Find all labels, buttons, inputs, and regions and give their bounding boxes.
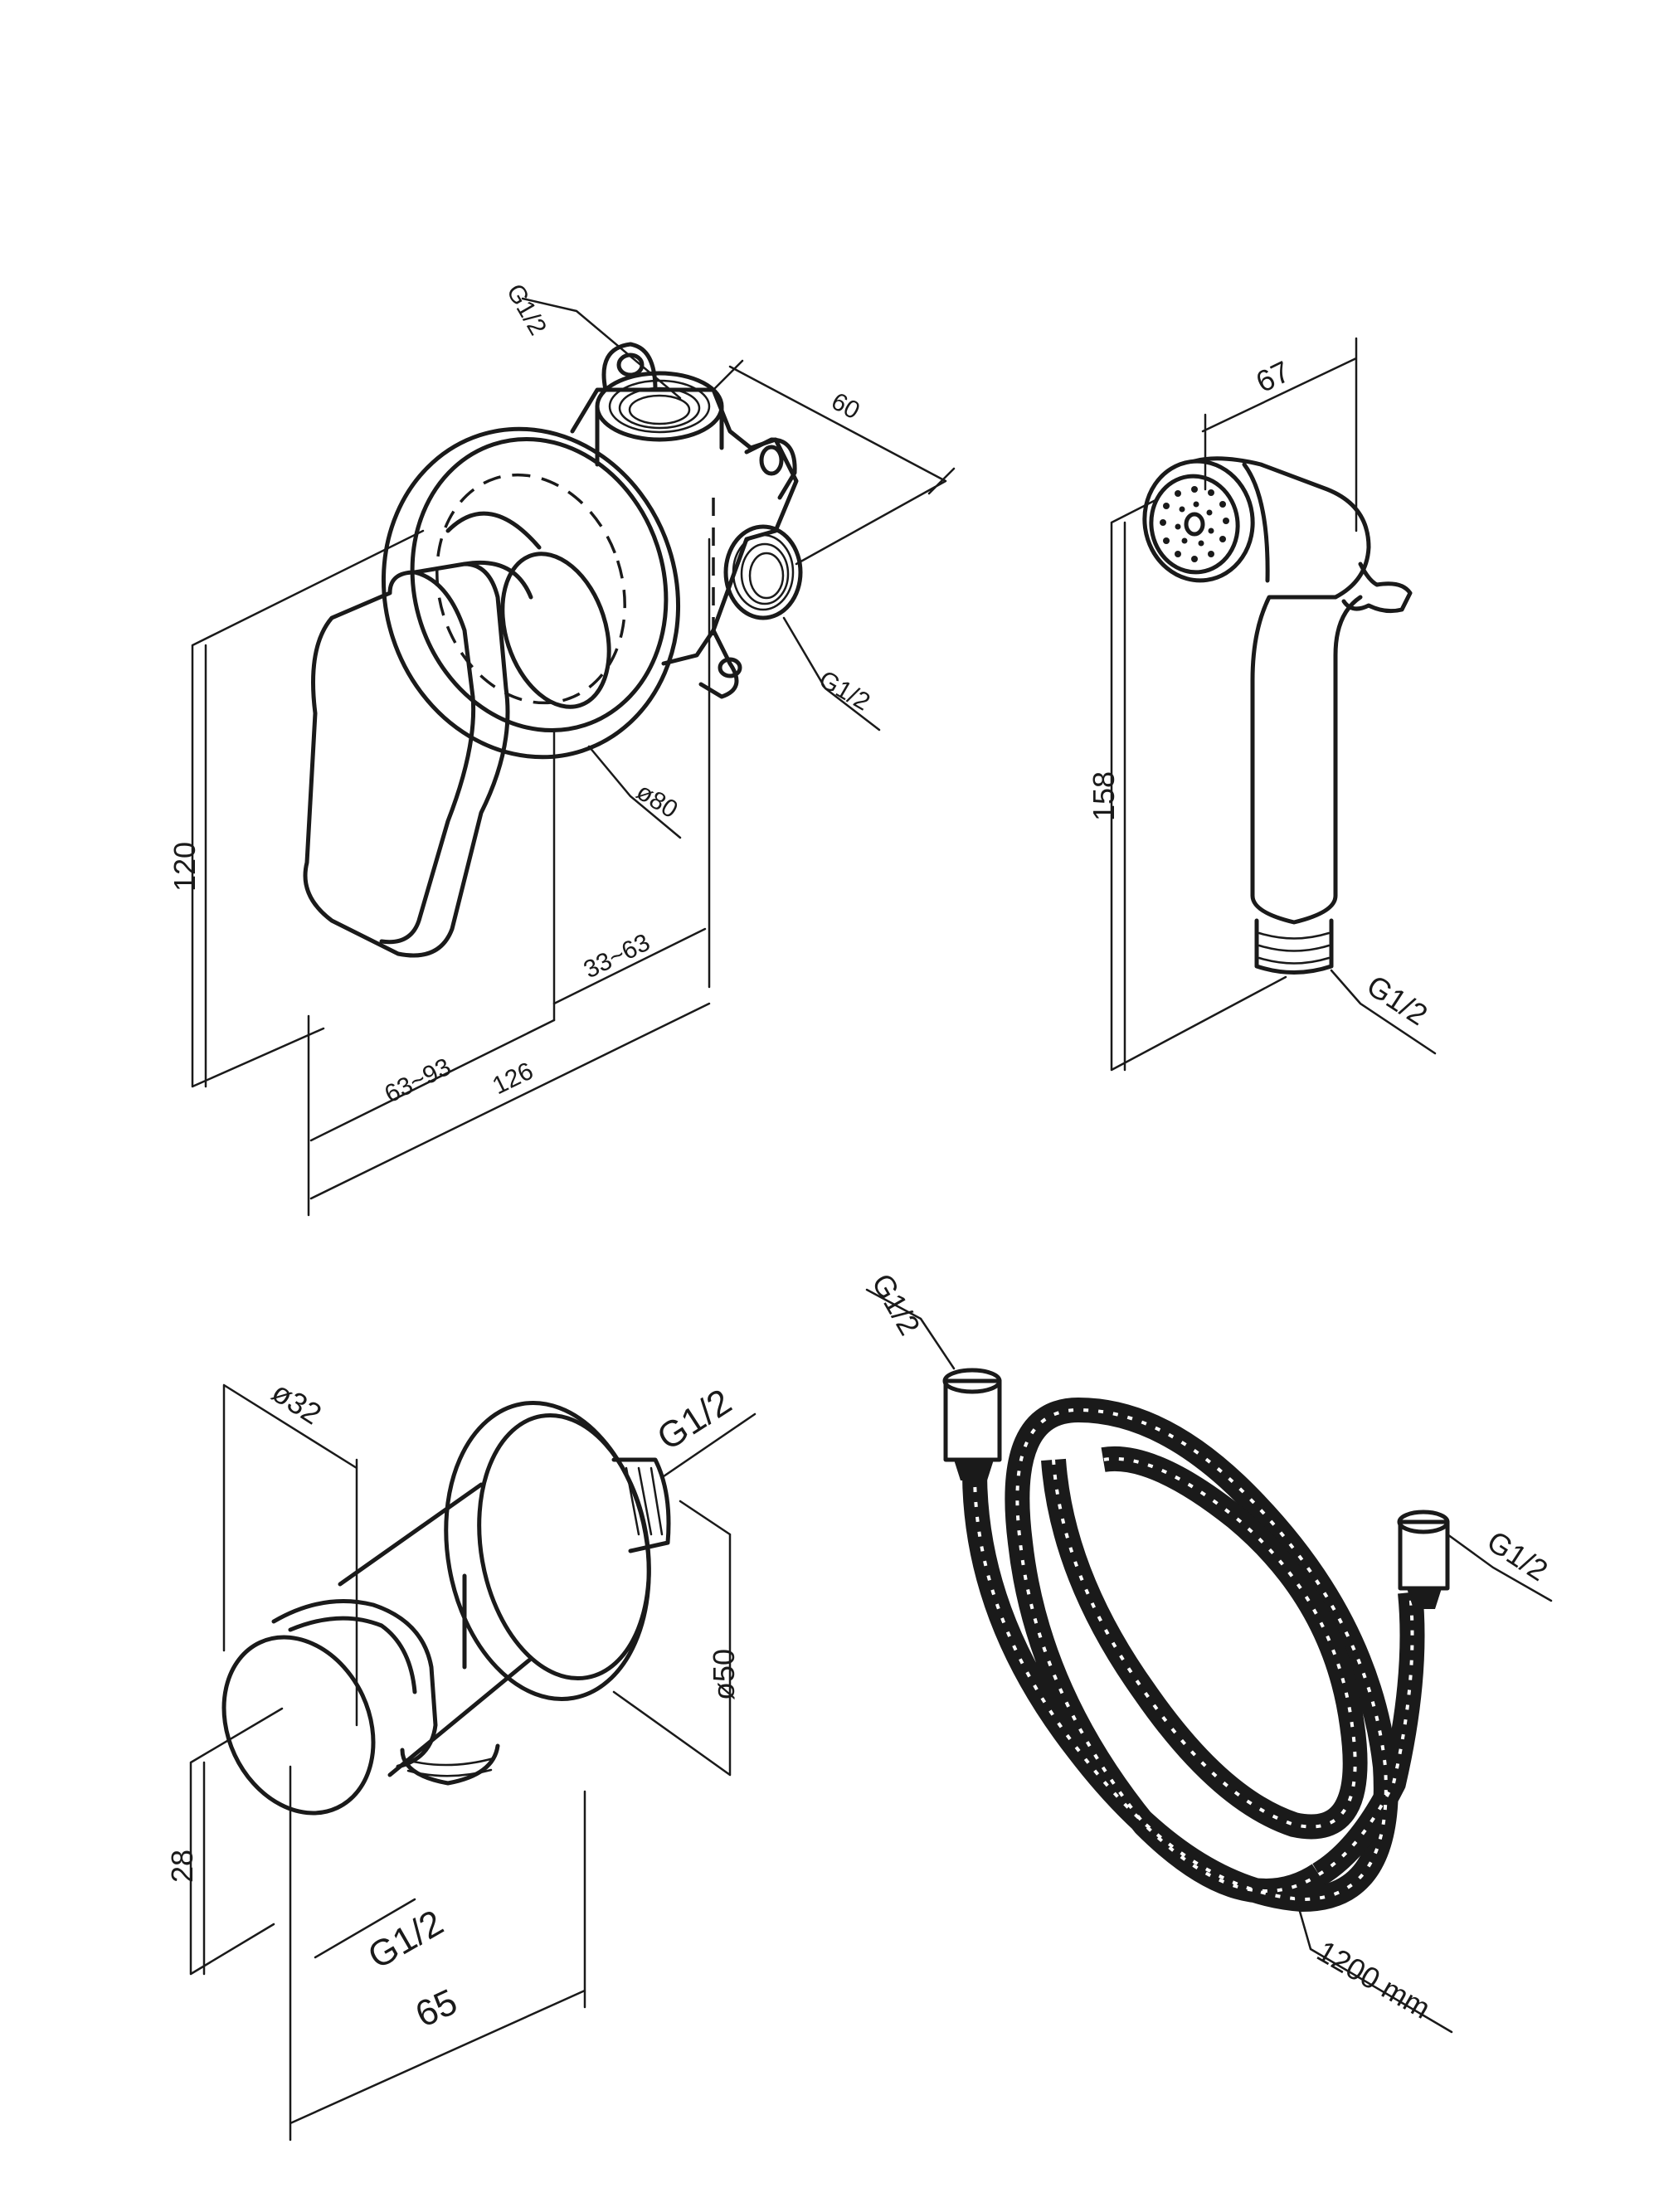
spray-width-label: 67	[1251, 354, 1296, 399]
cartridge-hidden	[435, 473, 626, 705]
spray-thread-label: G1/2	[1361, 968, 1434, 1032]
rosette-inner	[410, 436, 669, 733]
mixer-rosette-diameter-label: ø80	[631, 778, 682, 824]
mounting-ear-top	[601, 342, 658, 392]
side-inlet	[723, 524, 803, 620]
hose-tail	[1311, 1591, 1425, 1885]
outlet-drawing: ø32 G1/2 ø50 28 G1/2 65	[165, 1374, 757, 2142]
spray-face	[1142, 459, 1255, 583]
outlet-rosette-diameter-label: ø50	[707, 1649, 741, 1700]
top-inlet	[595, 371, 724, 442]
spray-body	[1192, 456, 1371, 925]
rosette	[381, 426, 681, 760]
hose-end1-label: G1/2	[865, 1268, 927, 1341]
mixer-inlet-top-label: G1/2	[501, 280, 552, 340]
outlet-thread-bottom-label: G1/2	[362, 1903, 450, 1977]
outlet-length-label: 65	[410, 1981, 464, 2035]
mixer-depth-label: 60	[827, 387, 864, 425]
mixer-projection-label: 63~93	[381, 1053, 455, 1109]
outlet-thread-top	[611, 1457, 671, 1553]
hose-end2-label: G1/2	[1481, 1524, 1554, 1587]
mixer-drawing: G1/2 60 G1/2 120 ø80 33~63 63~93 126	[168, 280, 956, 1217]
spray-nozzle-holes	[1160, 486, 1229, 562]
spindle-cylinder	[500, 552, 611, 709]
mixer-overall-label: 126	[489, 1057, 538, 1101]
outlet-body	[338, 1482, 533, 1777]
hose-end-fitting-1	[942, 1368, 1002, 1480]
spray-drawing: 67 158 G1/2	[1087, 337, 1437, 1072]
outlet-thread-bottom	[400, 1743, 500, 1786]
spray-thread	[1254, 918, 1334, 975]
mounting-ear-bottom	[698, 628, 739, 699]
mixer-height-label: 120	[168, 842, 202, 892]
handle-lever	[303, 562, 510, 958]
valve-body	[570, 387, 799, 666]
mounting-hole-top	[616, 352, 645, 377]
hose-length-label: 1200 mm	[1311, 1933, 1436, 2025]
hose-coil-outer	[962, 1397, 1399, 1913]
mixer-inlet-side-label: G1/2	[815, 665, 875, 716]
hose-drawing: G1/2 G1/2 1200 mm	[865, 1268, 1554, 2034]
hose-coil-inner	[1041, 1446, 1368, 1840]
outlet-holder-diameter-label: ø32	[266, 1374, 328, 1431]
mounting-ear-right	[744, 437, 797, 500]
mixer-wall-adjust-label: 33~63	[580, 929, 654, 984]
holder-clip	[271, 1599, 438, 1769]
outlet-height-label: 28	[165, 1850, 199, 1883]
spray-trigger	[1341, 562, 1413, 614]
holder-face	[221, 1635, 376, 1816]
hose-end-fitting-2	[1397, 1510, 1450, 1609]
spray-height-label: 158	[1087, 771, 1121, 821]
outlet-thread-top-label: G1/2	[650, 1381, 739, 1458]
